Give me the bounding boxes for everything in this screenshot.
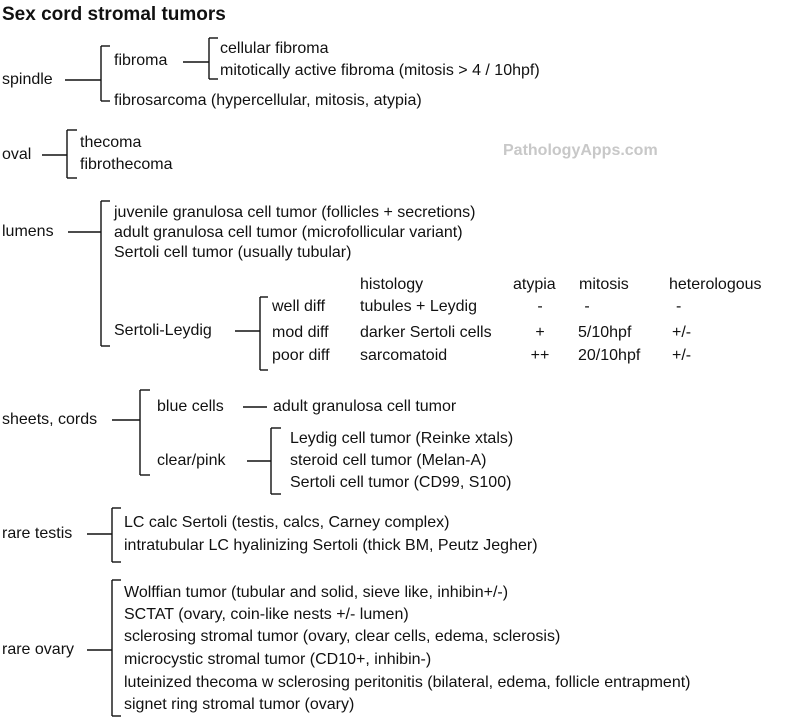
grade-well-diff: well diff [272,298,326,315]
node-sertoli-cell-tumor-cd99: Sertoli cell tumor (CD99, S100) [290,474,512,491]
column-header-histology: histology [360,276,424,293]
cell-atypia: - [537,298,543,315]
column-header-heterologous: heterologous [669,276,762,293]
cell-heterologous: +/- [672,324,692,341]
node-sctat: SCTAT (ovary, coin-like nests +/- lumen) [124,606,409,623]
node-cellular-fibroma: cellular fibroma [220,40,329,57]
node-sclerosing-stromal-tumor: sclerosing stromal tumor (ovary, clear c… [124,628,561,645]
node-intratubular-lc-sertoli: intratubular LC hyalinizing Sertoli (thi… [124,537,538,554]
category-sheets-cords: sheets, cords [2,411,98,428]
node-steroid-cell-tumor: steroid cell tumor (Melan-A) [290,452,487,469]
node-blue-cells: blue cells [157,398,224,415]
cell-mitosis: 20/10hpf [578,347,641,364]
node-adult-granulosa: adult granulosa cell tumor (microfollicu… [114,224,463,241]
watermark: PathologyApps.com [503,142,658,159]
category-oval: oval [2,146,32,163]
node-sertoli-leydig: Sertoli-Leydig [114,322,212,339]
cell-mitosis: 5/10hpf [578,324,632,341]
node-clear-pink: clear/pink [157,452,226,469]
grade-mod-diff: mod diff [272,324,329,341]
column-header-mitosis: mitosis [579,276,629,293]
node-signet-ring-stromal-tumor: signet ring stromal tumor (ovary) [124,696,355,713]
category-lumens: lumens [2,223,54,240]
category-rare-ovary: rare ovary [2,641,75,658]
category-spindle: spindle [2,71,53,88]
node-leydig-cell-tumor: Leydig cell tumor (Reinke xtals) [290,430,514,447]
cell-atypia: + [535,324,545,341]
node-fibroma: fibroma [114,52,168,69]
node-fibrothecoma: fibrothecoma [80,156,173,173]
column-header-atypia: atypia [513,276,556,293]
node-adult-granulosa-sheets: adult granulosa cell tumor [273,398,457,415]
cell-mitosis: - [584,298,590,315]
node-thecoma: thecoma [80,134,142,151]
cell-histology: sarcomatoid [360,347,448,364]
node-juvenile-granulosa: juvenile granulosa cell tumor (follicles… [114,204,476,221]
node-lc-calc-sertoli: LC calc Sertoli (testis, calcs, Carney c… [124,514,450,531]
node-sertoli-cell-tumor: Sertoli cell tumor (usually tubular) [114,244,352,261]
grade-poor-diff: poor diff [272,347,330,364]
cell-histology: darker Sertoli cells [360,324,492,341]
node-fibrosarcoma: fibrosarcoma (hypercellular, mitosis, at… [114,92,422,109]
cell-heterologous: +/- [672,347,692,364]
cell-heterologous: - [676,298,682,315]
node-wolffian-tumor: Wolffian tumor (tubular and solid, sieve… [124,584,509,601]
category-rare-testis: rare testis [2,525,73,542]
node-microcystic-stromal-tumor: microcystic stromal tumor (CD10+, inhibi… [124,651,432,668]
cell-histology: tubules + Leydig [360,298,477,315]
page-title: Sex cord stromal tumors [2,4,226,25]
cell-atypia: ++ [530,347,550,364]
node-luteinized-thecoma: luteinized thecoma w sclerosing peritoni… [124,674,691,691]
node-mitotically-active-fibroma: mitotically active fibroma (mitosis > 4 … [220,62,540,79]
